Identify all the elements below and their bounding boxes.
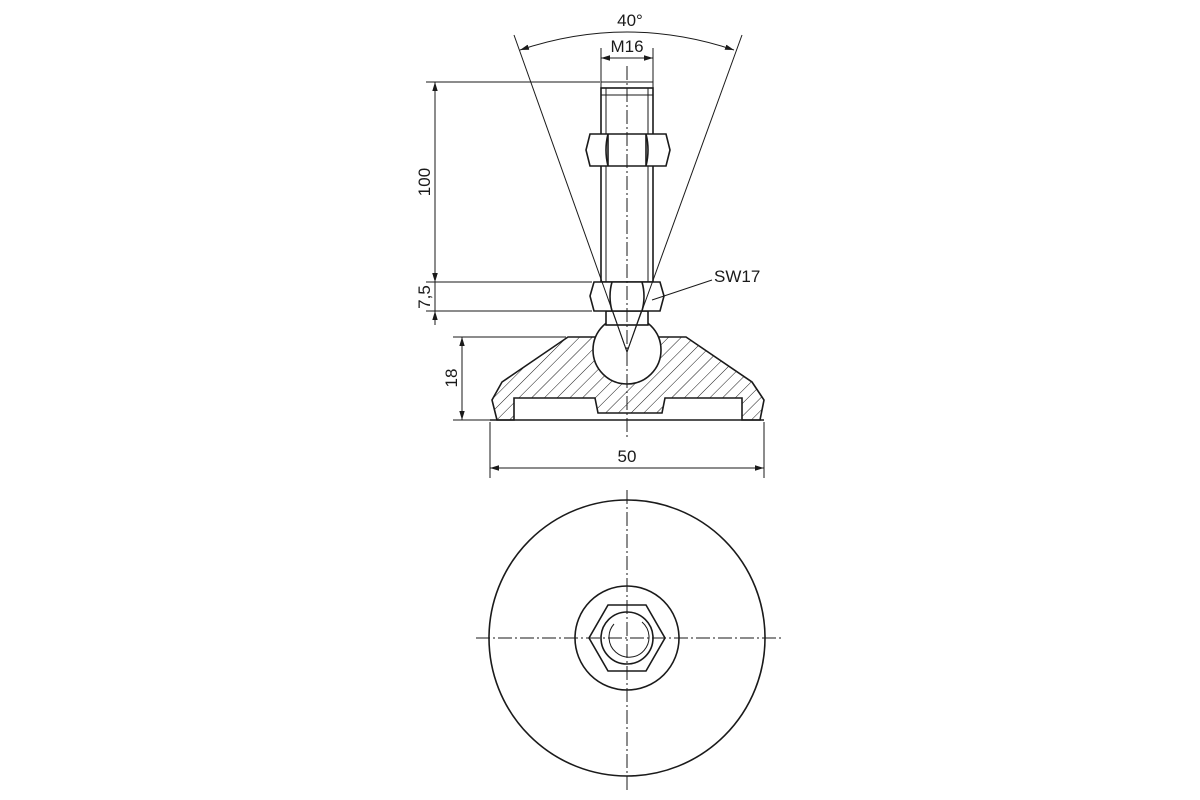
top-view (476, 490, 784, 790)
dim-angle: 40° (617, 11, 643, 30)
dim-height-base: 18 (442, 369, 461, 388)
dim-height-stud: 100 (415, 168, 434, 196)
dimensions: 40° M16 100 7,5 18 50 SW17 (415, 11, 765, 478)
dim-height-nut: 7,5 (415, 285, 434, 309)
dim-diameter-base: 50 (618, 447, 637, 466)
upper-hex-nut (585, 133, 671, 167)
label-wrench-size: SW17 (714, 267, 760, 286)
side-view (490, 34, 765, 440)
dim-thread: M16 (610, 37, 643, 56)
